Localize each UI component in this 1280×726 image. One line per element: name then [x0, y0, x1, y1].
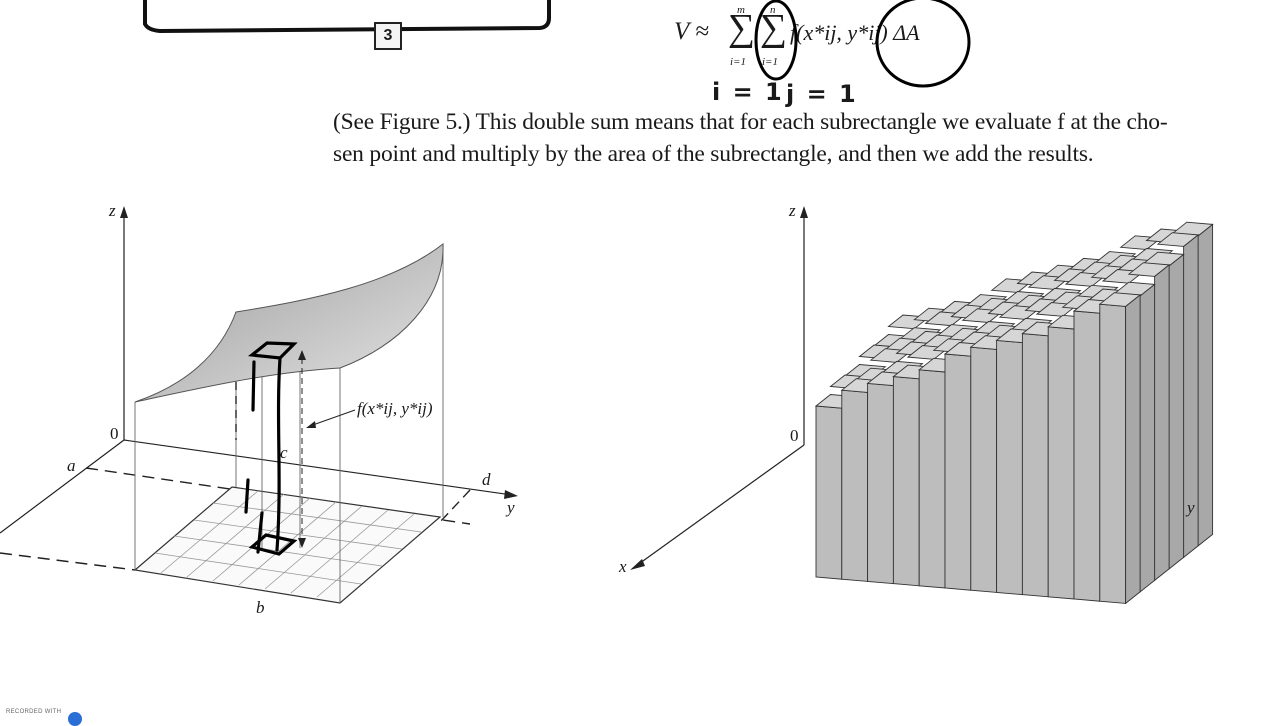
left-origin-label: 0 [110, 424, 119, 443]
height-label: f(x*ij, y*ij) [357, 399, 433, 418]
equation-number: 3 [374, 22, 402, 50]
height-arrow-bottom [298, 538, 306, 548]
sum-inner-symbol: ∑ [760, 7, 788, 49]
handwritten-j-equals-1: j = 1 [786, 80, 858, 108]
left-y-label: y [507, 498, 515, 517]
recorder-logo-icon [68, 712, 82, 726]
z-axis-arrow-right [800, 206, 808, 218]
sum-outer-symbol: ∑ [728, 7, 756, 49]
right-y-label: y [1187, 498, 1195, 517]
paragraph-line-2: sen point and multiply by the area of th… [333, 141, 1094, 167]
formula-body: f(x*ij, y*ij) ΔA [790, 20, 920, 45]
left-b-label: b [256, 598, 265, 617]
right-origin-label: 0 [790, 426, 799, 445]
left-d-label: d [482, 470, 491, 489]
dashed-line-d [439, 489, 471, 523]
sum-outer-upper: m [737, 4, 745, 16]
y-axis-line [123, 439, 513, 496]
formula-lhs: V ≈ [674, 18, 709, 45]
sum-inner-upper: n [770, 4, 776, 16]
handwritten-oval-delta-a [875, 0, 971, 88]
x-axis-line [0, 439, 125, 534]
handwritten-oval-inner-sum [754, 0, 798, 81]
handwritten-i-equals-1: i = 1 [712, 78, 784, 106]
riemann-formula: V ≈ ∑ m i=1 ∑ n i=1 f(x*ij, y*ij) ΔA [674, 4, 974, 80]
x-axis-arrow-right [630, 559, 645, 570]
right-z-label: z [789, 201, 796, 220]
box-top-face [1156, 232, 1200, 247]
sum-inner-lower: i=1 [762, 56, 778, 68]
recorder-watermark: RECORDED WITH [6, 709, 62, 715]
x-axis-line-right [635, 444, 805, 567]
height-arrow-top [298, 350, 306, 360]
handwritten-box-top [143, 0, 551, 34]
left-c-label: c [280, 443, 288, 462]
box-array [814, 221, 1214, 605]
label-leader [309, 409, 356, 427]
left-figure [0, 206, 518, 604]
paragraph: (See Figure 5.) This double sum means th… [333, 106, 1273, 170]
right-figure [630, 206, 1214, 605]
handwritten-column [244, 341, 298, 556]
box-top-face [1098, 292, 1142, 307]
left-a-label: a [67, 456, 76, 475]
sum-outer-lower: i=1 [730, 56, 746, 68]
left-z-label: z [109, 201, 116, 220]
label-leader-arrow [306, 421, 316, 428]
surface-patch [134, 243, 444, 403]
dashed-line-lower [0, 552, 136, 571]
y-axis-arrow [504, 490, 518, 499]
right-x-label: x [619, 557, 627, 576]
paragraph-line-1: (See Figure 5.) This double sum means th… [333, 109, 1168, 135]
box-top-face [1127, 262, 1171, 277]
z-axis-arrow [120, 206, 128, 218]
